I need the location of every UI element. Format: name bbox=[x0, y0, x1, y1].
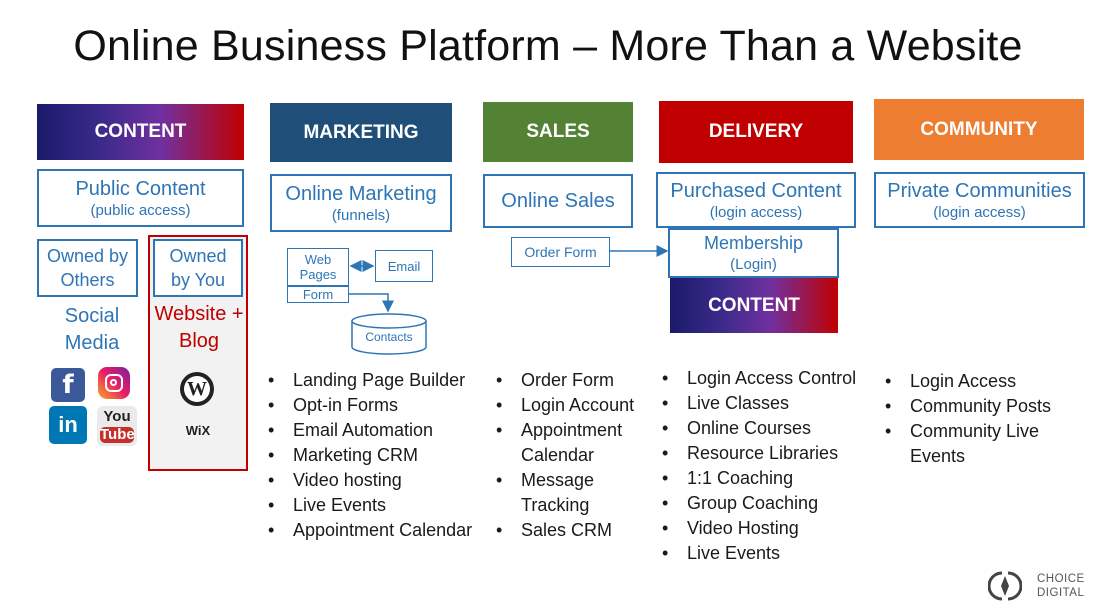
sales-header: SALES bbox=[483, 102, 633, 162]
email-box: Email bbox=[375, 250, 433, 282]
purchased-content-label: Purchased Content bbox=[670, 179, 842, 202]
delivery-header: DELIVERY bbox=[659, 101, 853, 163]
list-item: Landing Page Builder bbox=[266, 368, 496, 393]
online-sales-label: Online Sales bbox=[501, 190, 615, 212]
contacts-label: Contacts bbox=[365, 330, 413, 344]
sales-feature-list: Order Form Login Account Appointment Cal… bbox=[494, 368, 654, 543]
online-sales-box: Online Sales bbox=[483, 174, 633, 228]
logo-line2: DIGITAL bbox=[1037, 587, 1085, 599]
choice-digital-logo: CHOICE DIGITAL bbox=[988, 568, 1092, 604]
list-item: Sales CRM bbox=[494, 518, 654, 543]
delivery-feature-list: Login Access Control Live Classes Online… bbox=[660, 366, 870, 566]
list-item: Live Events bbox=[660, 541, 870, 566]
sales-header-label: SALES bbox=[526, 121, 590, 142]
list-item: Login Access Control bbox=[660, 366, 870, 391]
list-item: Video hosting bbox=[266, 468, 496, 493]
list-item: Appointment Calendar bbox=[266, 518, 496, 543]
list-item: Group Coaching bbox=[660, 491, 870, 516]
marketing-feature-list: Landing Page Builder Opt-in Forms Email … bbox=[266, 368, 496, 543]
form-contacts-arrow bbox=[349, 293, 394, 313]
owned-by-you-box: Owned by You bbox=[153, 239, 243, 297]
list-item: Community Posts bbox=[883, 394, 1073, 419]
logo-line1: CHOICE bbox=[1037, 573, 1085, 585]
list-item: Resource Libraries bbox=[660, 441, 870, 466]
public-content-box: Public Content (public access) bbox=[37, 169, 244, 227]
email-label: Email bbox=[387, 258, 421, 274]
order-form-box: Order Form bbox=[511, 237, 610, 267]
content-header-label: CONTENT bbox=[94, 121, 187, 142]
page-title: Online Business Platform – More Than a W… bbox=[73, 22, 1023, 70]
contacts-cylinder bbox=[351, 313, 427, 355]
linkedin-icon: in bbox=[49, 406, 87, 444]
owned-by-others-label: Owned by Others bbox=[46, 246, 129, 290]
community-header-label: COMMUNITY bbox=[920, 118, 1038, 140]
form-box: Form bbox=[287, 286, 349, 303]
membership-box: Membership (Login) bbox=[668, 228, 839, 278]
form-label: Form bbox=[302, 287, 334, 302]
youtube-icon-tube: Tube bbox=[100, 426, 135, 443]
wix-logo: WiX bbox=[185, 423, 211, 438]
list-item: Marketing CRM bbox=[266, 443, 496, 468]
list-item: 1:1 Coaching bbox=[660, 466, 870, 491]
private-communities-sub: (login access) bbox=[933, 203, 1026, 221]
delivery-header-label: DELIVERY bbox=[708, 121, 804, 142]
list-item: Email Automation bbox=[266, 418, 496, 443]
choice-digital-mark-icon bbox=[988, 571, 1022, 601]
public-content-label: Public Content bbox=[75, 177, 206, 200]
list-item: Opt-in Forms bbox=[266, 393, 496, 418]
list-item: Video Hosting bbox=[660, 516, 870, 541]
web-pages-box: Web Pages bbox=[287, 248, 349, 286]
list-item: Login Account bbox=[494, 393, 654, 418]
list-item: Login Access bbox=[883, 369, 1073, 394]
list-item: Appointment Calendar bbox=[494, 418, 654, 468]
list-item: Community Live Events bbox=[883, 419, 1073, 469]
owned-by-others-box: Owned by Others bbox=[37, 239, 138, 297]
list-item: Live Events bbox=[266, 493, 496, 518]
order-form-label: Order Form bbox=[524, 243, 597, 260]
community-feature-list: Login Access Community Posts Community L… bbox=[883, 369, 1073, 469]
delivery-content-header-label: CONTENT bbox=[708, 294, 800, 316]
private-communities-box: Private Communities (login access) bbox=[874, 172, 1085, 228]
youtube-icon: You Tube bbox=[97, 406, 137, 446]
online-marketing-sub: (funnels) bbox=[331, 206, 391, 224]
list-item: Live Classes bbox=[660, 391, 870, 416]
membership-label: Membership bbox=[703, 232, 804, 253]
website-blog-label: Website + Blog bbox=[154, 303, 244, 352]
membership-sub: (Login) bbox=[730, 255, 777, 273]
wordpress-icon: W bbox=[180, 372, 214, 406]
delivery-content-header: CONTENT bbox=[670, 278, 838, 333]
marketing-header-label: MARKETING bbox=[303, 121, 419, 143]
owned-by-you-label: Owned by You bbox=[169, 246, 227, 290]
list-item: Order Form bbox=[494, 368, 654, 393]
purchased-content-sub: (login access) bbox=[709, 203, 803, 221]
list-item: Message Tracking bbox=[494, 468, 654, 518]
online-marketing-label: Online Marketing bbox=[285, 182, 437, 205]
web-pages-label: Web Pages bbox=[299, 252, 337, 282]
private-communities-label: Private Communities bbox=[887, 179, 1072, 202]
social-media-label: Social Media bbox=[64, 305, 120, 354]
purchased-content-box: Purchased Content (login access) bbox=[656, 172, 856, 228]
marketing-header: MARKETING bbox=[270, 103, 452, 162]
public-content-sub: (public access) bbox=[90, 201, 191, 219]
list-item: Online Courses bbox=[660, 416, 870, 441]
community-header: COMMUNITY bbox=[874, 99, 1084, 160]
facebook-icon: f bbox=[51, 368, 85, 402]
instagram-icon bbox=[98, 367, 130, 399]
online-marketing-box: Online Marketing (funnels) bbox=[270, 174, 452, 232]
content-header: CONTENT bbox=[37, 104, 244, 160]
youtube-icon-you: You bbox=[103, 408, 131, 425]
